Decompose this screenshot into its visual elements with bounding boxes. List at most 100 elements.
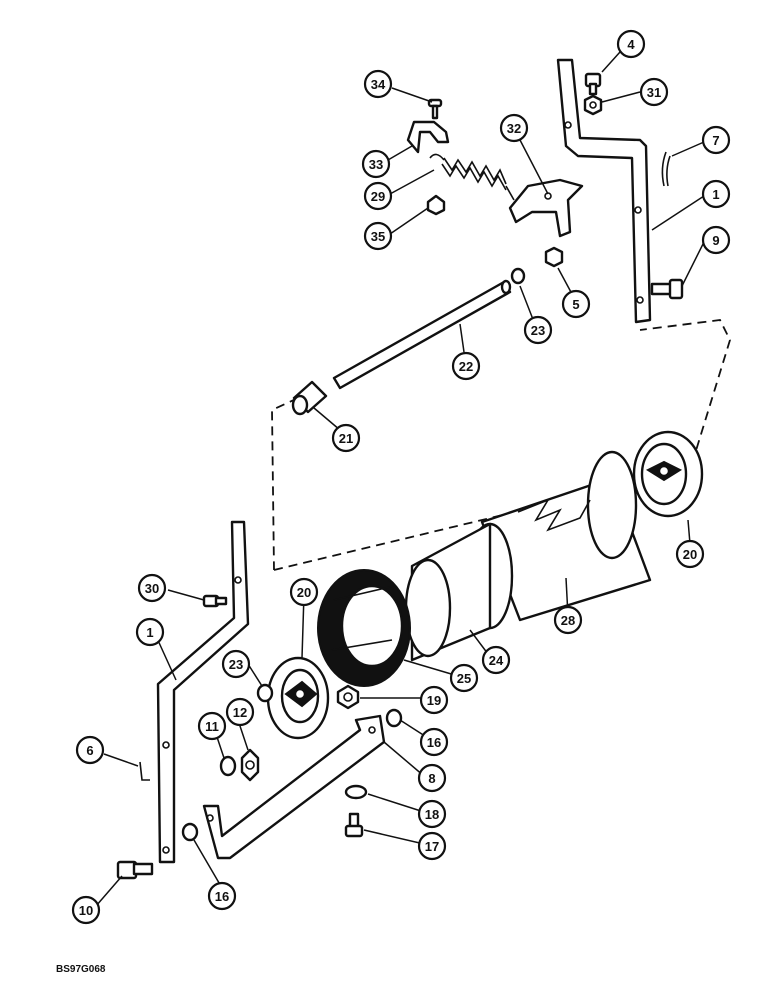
drawing-code: BS97G068 [56, 964, 106, 975]
washer-16-left [181, 822, 199, 842]
svg-text:18: 18 [425, 807, 439, 822]
callout-23-top: 23 [523, 315, 553, 345]
bolt-30 [202, 594, 228, 608]
nut-19 [336, 684, 360, 710]
roller-tube-28 [480, 450, 652, 622]
callout-34: 34 [363, 69, 393, 99]
screw-34 [427, 98, 443, 120]
bolt-17 [344, 812, 364, 838]
callout-30: 30 [137, 573, 167, 603]
nut-35 [426, 194, 446, 216]
callout-1-left: 1 [135, 617, 165, 647]
bushing-21 [291, 380, 328, 416]
end-cap-20-left [266, 656, 330, 740]
svg-text:20: 20 [683, 547, 697, 562]
svg-text:19: 19 [427, 693, 441, 708]
svg-text:16: 16 [215, 889, 229, 904]
callout-20-right: 20 [675, 539, 705, 569]
callout-28: 28 [553, 605, 583, 635]
spring-bracket-32 [508, 178, 584, 238]
svg-text:12: 12 [233, 705, 247, 720]
nut-5 [544, 246, 564, 268]
callout-18: 18 [417, 799, 447, 829]
callout-24: 24 [481, 645, 511, 675]
callout-7: 7 [701, 125, 731, 155]
seal-25 [317, 569, 411, 687]
svg-text:10: 10 [79, 903, 93, 918]
washer-23-left [256, 683, 274, 703]
callout-16-left: 16 [207, 881, 237, 911]
svg-text:16: 16 [427, 735, 441, 750]
sleeve-24 [404, 522, 514, 662]
svg-text:23: 23 [531, 323, 545, 338]
svg-text:22: 22 [459, 359, 473, 374]
callout-33: 33 [361, 149, 391, 179]
svg-text:6: 6 [86, 743, 93, 758]
callout-1-top: 1 [701, 179, 731, 209]
svg-text:8: 8 [428, 771, 435, 786]
end-cap-20-right [632, 430, 704, 518]
callout-29: 29 [363, 181, 393, 211]
bracket-right [556, 58, 652, 324]
callout-16-right: 16 [419, 727, 449, 757]
svg-text:5: 5 [572, 297, 579, 312]
spring-29 [429, 153, 515, 201]
svg-text:4: 4 [627, 37, 635, 52]
callout-5: 5 [561, 289, 591, 319]
svg-text:1: 1 [712, 187, 719, 202]
arm-8 [202, 714, 386, 860]
callout-22: 22 [451, 351, 481, 381]
callout-35: 35 [363, 221, 393, 251]
bolt-10 [116, 860, 154, 880]
svg-text:17: 17 [425, 839, 439, 854]
callout-23-left: 23 [221, 649, 251, 679]
svg-text:31: 31 [647, 85, 661, 100]
pin-6 [139, 761, 150, 781]
svg-text:21: 21 [339, 431, 353, 446]
bracket-left [156, 520, 250, 864]
svg-text:32: 32 [507, 121, 521, 136]
washer-23-top [510, 267, 526, 285]
svg-text:9: 9 [712, 233, 719, 248]
svg-text:25: 25 [457, 671, 471, 686]
callout-4: 4 [616, 29, 646, 59]
callout-8: 8 [417, 763, 447, 793]
svg-text:20: 20 [297, 585, 311, 600]
callout-17: 17 [417, 831, 447, 861]
callout-6: 6 [75, 735, 105, 765]
callout-31: 31 [639, 77, 669, 107]
washer-18 [344, 784, 368, 800]
svg-text:24: 24 [489, 653, 504, 668]
washer-11 [219, 755, 237, 777]
small-bracket-33 [406, 120, 450, 154]
bolt-4 [584, 72, 602, 96]
callout-21: 21 [331, 423, 361, 453]
shaft-22 [332, 279, 512, 390]
svg-text:29: 29 [371, 189, 385, 204]
cotter-pin-7 [661, 151, 671, 187]
svg-text:23: 23 [229, 657, 243, 672]
bolt-9 [650, 278, 684, 300]
svg-text:30: 30 [145, 581, 159, 596]
callout-11: 11 [197, 711, 227, 741]
svg-text:7: 7 [712, 133, 719, 148]
callout-9: 9 [701, 225, 731, 255]
svg-text:11: 11 [205, 719, 219, 734]
nut-31 [583, 94, 603, 116]
svg-text:35: 35 [371, 229, 385, 244]
callout-32: 32 [499, 113, 529, 143]
callout-19: 19 [419, 685, 449, 715]
callout-12: 12 [225, 697, 255, 727]
washer-16-right [385, 708, 403, 728]
leader-lines [95, 51, 705, 907]
callout-25: 25 [449, 663, 479, 693]
svg-text:28: 28 [561, 613, 575, 628]
svg-text:1: 1 [146, 625, 153, 640]
callout-20-left: 20 [289, 577, 319, 607]
nut-12 [240, 748, 260, 782]
svg-text:34: 34 [371, 77, 386, 92]
svg-text:33: 33 [369, 157, 383, 172]
callout-10: 10 [71, 895, 101, 925]
